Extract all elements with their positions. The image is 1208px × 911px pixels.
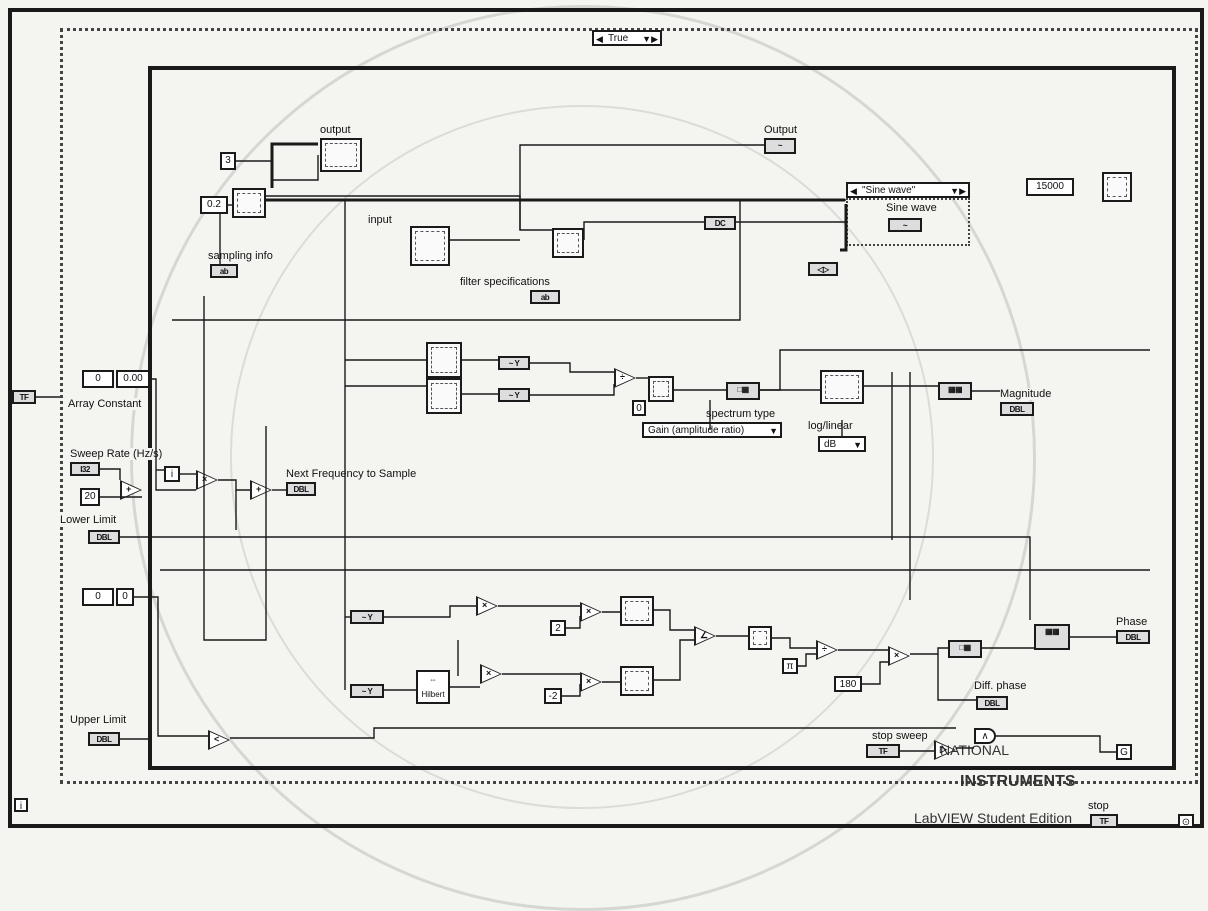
watermark-line1: NATIONAL [940,744,1009,756]
input-graph-icon[interactable] [410,226,450,266]
output2-label: Output [764,124,797,136]
const-0-2[interactable]: 0.2 [200,196,228,214]
stop-sweep-label: stop sweep [872,730,928,742]
output-label: output [320,124,351,136]
tf-terminal-sine[interactable]: ◁▷ [808,262,838,276]
magnitude-label: Magnitude [1000,388,1051,400]
spectrum-type-label: spectrum type [706,408,775,420]
true-terminal[interactable]: TF [12,390,36,404]
multiply-node-freq[interactable]: × [196,470,218,490]
filter-vi[interactable] [552,228,584,258]
array-constant[interactable]: 0.00 [116,370,150,388]
unbundle-y-4[interactable]: ~ Y [350,684,384,698]
spectrum-type-ring[interactable]: Gain (amplitude ratio) ▼ [642,422,782,438]
diff-phase-label: Diff. phase [974,680,1026,692]
multiply-node-b5[interactable]: × [888,646,910,666]
sweep-rate-terminal[interactable]: I32 [70,462,100,476]
divide-node-b[interactable]: ÷ [816,640,838,660]
hilbert-vi[interactable]: ⇔Hilbert [416,670,450,704]
multiply-node-b4[interactable]: × [580,672,602,692]
output-graph-icon[interactable] [320,138,362,172]
bundle-mag[interactable]: ▦▦ [938,382,972,400]
sine-wave-inner-label: Sine wave [886,202,937,214]
const-3[interactable]: 3 [220,152,236,170]
upper-limit-terminal[interactable]: DBL [88,732,120,746]
sine-wave-case-selector[interactable]: ◀ "Sine wave" ▼▶ [846,182,970,198]
const-2[interactable]: 2 [550,620,566,636]
const-20[interactable]: 20 [80,488,100,506]
sine-case-next-icon[interactable]: ▼▶ [950,184,966,198]
watermark-line2: INSTRUMENTS [960,776,1076,788]
input-label: input [368,214,392,226]
lower-limit-terminal[interactable]: DBL [88,530,120,544]
array-index[interactable]: 0 [82,370,114,388]
sweep-rate-label: Sweep Rate (Hz/s) [70,448,162,460]
sampling-info-label: sampling info [208,250,273,262]
sampling-info-terminal[interactable]: ab [210,264,238,278]
watermark-line3: LabVIEW Student Edition [914,812,1072,824]
const-180[interactable]: 180 [834,676,862,692]
filter-vi-b2[interactable] [620,666,654,696]
const-0-mid[interactable]: 0 [632,400,646,416]
case-next-icon[interactable]: ▼▶ [642,32,658,46]
unbundle-y-3[interactable]: ~ Y [350,610,384,624]
array-constant-label: Array Constant [68,398,141,410]
loop-i-terminal: i [164,466,180,482]
log-linear-ring[interactable]: dB ▼ [818,436,866,452]
divide-node-mid[interactable]: ÷ [614,368,636,388]
sine-wave-terminal[interactable]: ~ [888,218,922,232]
magnitude-terminal[interactable]: DBL [1000,402,1034,416]
unbundle-mid[interactable]: □▦ [726,382,760,400]
multiply-node-b2[interactable]: × [480,664,502,684]
sine-waveform-vi[interactable] [232,188,266,218]
build-array-mid[interactable] [648,376,674,402]
loop-condition-inner[interactable]: G [1116,744,1132,760]
unbundle-phase[interactable]: □▦ [948,640,982,658]
upper-limit-label: Upper Limit [70,714,126,726]
multiply-node-b3[interactable]: × [580,602,602,622]
unit-vi[interactable] [820,370,864,404]
sine-case-prev-icon[interactable]: ◀ [850,184,857,198]
unwrap-vi[interactable] [748,626,772,650]
filter-spec-label: filter specifications [460,276,550,288]
diff-phase-terminal[interactable]: DBL [976,696,1008,710]
spectrum-vi-1[interactable] [426,342,462,378]
loop-condition-outer[interactable]: ⊙ [1178,814,1194,828]
stop-terminal[interactable]: TF [1090,814,1118,828]
multiply-node-sweep[interactable]: + [120,480,142,500]
filter-spec-terminal[interactable]: ab [530,290,560,304]
multiply-node-b1[interactable]: × [476,596,498,616]
spectrum-dropdown-icon[interactable]: ▼ [769,424,778,438]
const-15000[interactable]: 15000 [1026,178,1074,196]
array2-index[interactable]: 0 [82,588,114,606]
log-linear-label: log/linear [808,420,853,432]
atan-node[interactable]: ∠ [694,626,716,646]
add-node-freq[interactable]: + [250,480,272,500]
inner-while-loop[interactable] [148,66,1176,770]
phase-label: Phase [1116,616,1147,628]
compare-node[interactable]: < [208,730,230,750]
lower-limit-label: Lower Limit [60,514,116,526]
output2-terminal[interactable]: ~ [764,138,796,154]
array2-constant[interactable]: 0 [116,588,134,606]
next-freq-label: Next Frequency to Sample [286,468,416,480]
stop-sweep-terminal[interactable]: TF [866,744,900,758]
wait-ms-icon[interactable] [1102,172,1132,202]
spectrum-vi-2[interactable] [426,378,462,414]
filter-vi-b1[interactable] [620,596,654,626]
const-neg-2[interactable]: -2 [544,688,562,704]
log-linear-dropdown-icon[interactable]: ▼ [853,438,862,452]
stop-label: stop [1088,800,1109,812]
next-freq-terminal[interactable]: DBL [286,482,316,496]
loop-i-outer: i [14,798,28,812]
phase-terminal[interactable]: DBL [1116,630,1150,644]
unbundle-y-1[interactable]: ~ Y [498,356,530,370]
pi-constant[interactable]: π [782,658,798,674]
case-selector[interactable]: ◀ True ▼▶ [592,30,662,46]
bundle-phase[interactable]: ▦▦ [1034,624,1070,650]
case-prev-icon[interactable]: ◀ [596,32,603,46]
dc-terminal[interactable]: DC [704,216,736,230]
unbundle-y-2[interactable]: ~ Y [498,388,530,402]
